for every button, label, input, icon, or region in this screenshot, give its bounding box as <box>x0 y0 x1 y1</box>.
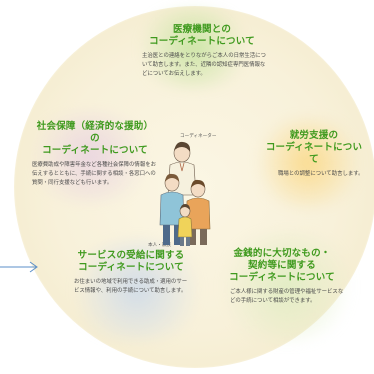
section-money-body: ご本人様に関する財産の管理や福祉サービスなどの手続について相談ができます。 <box>230 289 344 304</box>
title-line: コーディネートについて <box>265 142 363 165</box>
glow-services <box>62 240 212 340</box>
title-line: コーディネートについて <box>229 272 335 283</box>
section-services-title: サービスの受給に関する コーディネートについて <box>70 250 192 274</box>
title-line: コーディネートについて <box>149 36 255 47</box>
person-family-label: 本人・家族 <box>148 243 171 248</box>
section-social: 社会保障（経済的な援助）の コーディネートについて 医療費助成や障害年金など各種… <box>32 121 158 187</box>
section-services-body: お住まいの地域で利用できる助成・適用のサービス情報や、利用の手続について助言しま… <box>74 279 188 294</box>
section-medical: 医療機関との コーディネートについて 主治医との連絡をとりながらご本人の日常生活… <box>136 24 268 78</box>
section-services: サービスの受給に関する コーディネートについて お住まいの地域で利用できる助成・… <box>70 250 192 296</box>
glow-money <box>212 232 362 342</box>
people-illustration <box>159 141 211 246</box>
title-line: 就労支援の <box>289 130 339 141</box>
title-line: 医療機関との <box>172 24 232 35</box>
glow-social <box>20 112 160 202</box>
section-employment-title: 就労支援の コーディネートについて <box>262 130 366 166</box>
title-line: 契約等に関する <box>248 260 316 271</box>
title-line: コーディネートについて <box>42 145 148 156</box>
glow-employment <box>248 118 368 208</box>
section-money: 金銭的に大切なもの・ 契約等に関する コーディネートについて ご本人様に関する財… <box>220 248 344 306</box>
family-adult-figure <box>159 173 185 245</box>
section-medical-title: 医療機関との コーディネートについて <box>136 24 268 48</box>
family-person-figure <box>185 179 211 245</box>
section-social-body: 医療費助成や障害年金など各種社会保障の情報をお伝えするとともに、手続に関する相談… <box>32 162 156 186</box>
title-line: サービスの受給に関する <box>77 250 185 261</box>
section-social-title: 社会保障（経済的な援助）の コーディネートについて <box>32 121 158 157</box>
section-employment-body: 職場との調整について助言します。 <box>278 171 364 177</box>
glow-medical <box>128 8 258 88</box>
coordinator-label: コーディネーター <box>180 134 217 139</box>
section-money-title: 金銭的に大切なもの・ 契約等に関する コーディネートについて <box>220 248 344 284</box>
title-line: コーディネートについて <box>78 262 184 273</box>
title-line: 金銭的に大切なもの・ <box>233 248 331 259</box>
section-employment: 就労支援の コーディネートについて 職場との調整について助言します。 <box>262 130 366 179</box>
title-line: 社会保障（経済的な援助）の <box>36 121 154 144</box>
arrow-icon <box>0 261 38 273</box>
section-medical-body: 主治医との連絡をとりながらご本人の日常生活について助言します。また、近隣の認知症… <box>142 53 266 77</box>
family-child-figure <box>177 204 193 246</box>
